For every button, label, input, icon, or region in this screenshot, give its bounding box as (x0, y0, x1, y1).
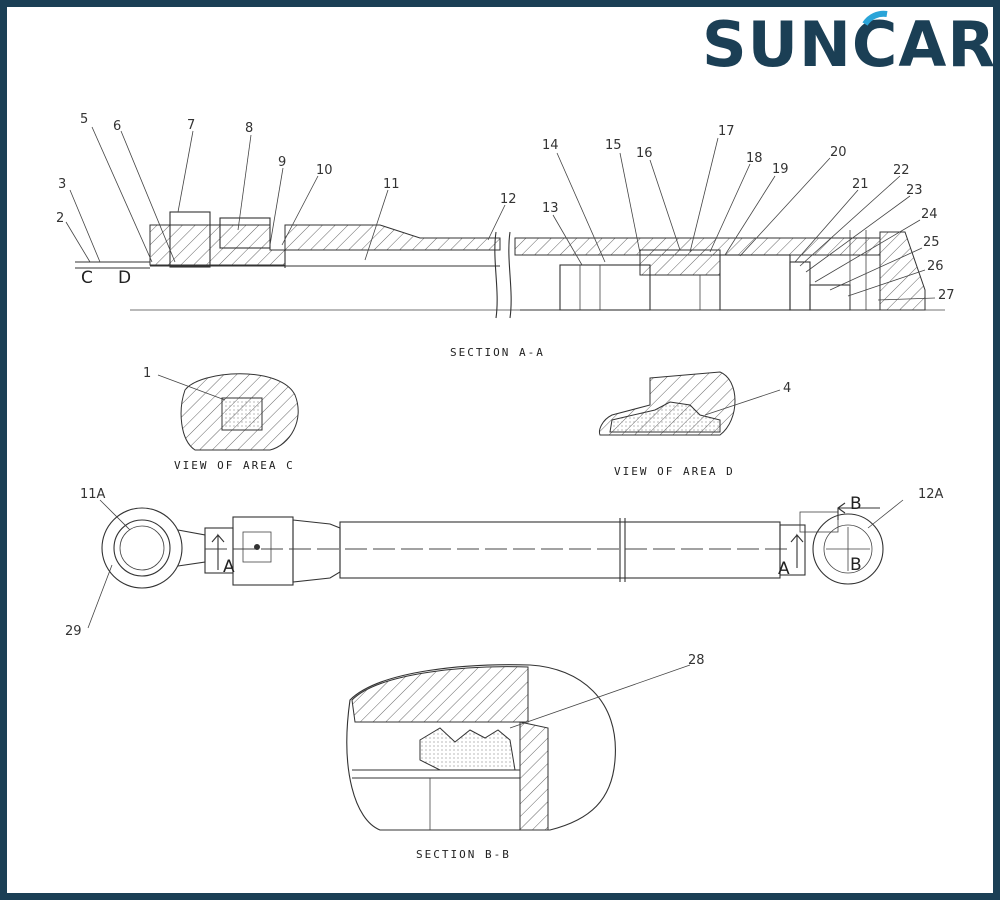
callout-29: 29 (65, 624, 82, 639)
section-bb-drawing: 28 (346, 653, 705, 831)
callout-13: 13 (542, 201, 559, 216)
callout-2: 2 (56, 211, 64, 226)
view-c-caption: VIEW OF AREA C (174, 459, 295, 472)
callout-11: 11 (383, 177, 400, 192)
callout-20: 20 (830, 145, 847, 160)
callout-12a: 12A (918, 487, 944, 502)
view-d-caption: VIEW OF AREA D (614, 465, 735, 478)
section-bb-caption: SECTION B-B (416, 848, 511, 861)
section-aa-callouts: 5 6 7 8 9 10 11 12 3 2 13 14 15 16 17 18… (56, 112, 955, 303)
cylinder-callouts: 11A 12A 29 A A B B (65, 487, 944, 639)
callout-9: 9 (278, 155, 286, 170)
callout-5: 5 (80, 112, 88, 127)
logo-text: SUNCAR (702, 8, 996, 81)
callout-26: 26 (927, 259, 944, 274)
callout-8: 8 (245, 121, 253, 136)
section-aa-caption: SECTION A-A (450, 346, 545, 359)
callout-21: 21 (852, 177, 869, 192)
marker-a-right: A (778, 559, 790, 579)
callout-16: 16 (636, 146, 653, 161)
callout-19: 19 (772, 162, 789, 177)
marker-b-circle: B (850, 555, 862, 575)
view-area-d-drawing: 4 (599, 371, 791, 436)
callout-17: 17 (718, 124, 735, 139)
callout-6: 6 (113, 119, 121, 134)
callout-22: 22 (893, 163, 910, 178)
callout-10: 10 (316, 163, 333, 178)
section-aa-leaders (65, 126, 936, 301)
callout-4: 4 (783, 381, 791, 396)
callout-1: 1 (143, 366, 151, 381)
callout-24: 24 (921, 207, 938, 222)
callout-11a: 11A (80, 487, 106, 502)
callout-7: 7 (187, 118, 195, 133)
marker-c: C (81, 268, 93, 288)
cylinder-side-view (87, 499, 904, 629)
marker-d: D (118, 268, 131, 288)
suncar-logo: SUNCAR (702, 8, 996, 81)
logo-accent-icon (862, 10, 888, 26)
callout-23: 23 (906, 183, 923, 198)
callout-15: 15 (605, 138, 622, 153)
view-area-c-drawing: 1 (143, 366, 299, 451)
callout-27: 27 (938, 288, 955, 303)
section-aa-drawing (75, 211, 945, 319)
callout-18: 18 (746, 151, 763, 166)
marker-b-top: B (850, 494, 862, 514)
callout-28: 28 (688, 653, 705, 668)
callout-25: 25 (923, 235, 940, 250)
callout-14: 14 (542, 138, 559, 153)
callout-3: 3 (58, 177, 66, 192)
callout-12: 12 (500, 192, 517, 207)
marker-a-left: A (223, 557, 235, 577)
